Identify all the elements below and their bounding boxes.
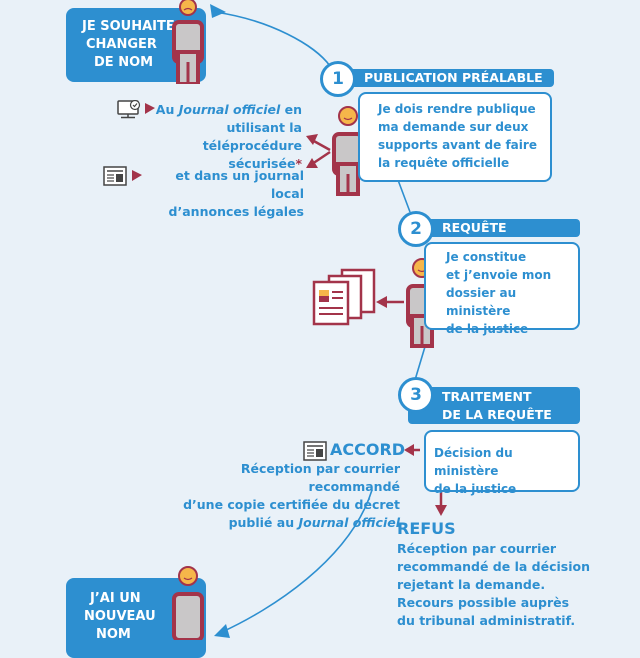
accord-text: Réception par courrier recommandé d’une … (150, 460, 400, 532)
computer-check-icon (117, 100, 141, 119)
step3-bubble-line-1: Décision du ministère (434, 446, 513, 478)
support1-prefix: Au (155, 102, 179, 117)
person-start-icon (172, 0, 204, 84)
refus-text: Réception par courrier recommandé de la … (397, 540, 627, 630)
newspaper-icon (103, 166, 127, 186)
support1-line3: sécurisée (228, 156, 296, 171)
documents-icon (312, 268, 376, 326)
step2-bubble-line-1: Je constitue (446, 250, 527, 264)
person-step1-icon (332, 106, 364, 196)
step3-title-bar: TRAITEMENT DE LA REQUÊTE (408, 387, 580, 424)
start-line-2: CHANGER (86, 37, 157, 52)
support2-line2: d’annonces légales (168, 204, 304, 219)
refus-line5: du tribunal administratif. (397, 613, 576, 628)
flow-connectors (132, 4, 447, 638)
accord-line2: d’une copie certifiée du décret (183, 497, 400, 512)
accord-newspaper-icon (303, 441, 327, 461)
step1-title-bar: PUBLICATION PRÉALABLE (330, 69, 554, 87)
step2-bubble-line-2: et j’envoie mon (446, 268, 552, 282)
accord-title: ACCORD (330, 440, 406, 459)
step2-number: 2 (398, 211, 434, 247)
support1-asterisk: * (295, 156, 302, 171)
step3-bubble-line-2: de la justice (434, 482, 517, 496)
step2-bubble-line-4: de la justice (446, 322, 529, 336)
start-line-1: JE SOUHAITE (82, 19, 175, 34)
step1-bubble-line-4: la requête officielle (378, 156, 510, 170)
step1-number: 1 (320, 61, 356, 97)
support1-line2: utilisant la téléprocédure (202, 120, 302, 153)
end-line-1: J’AI UN (90, 591, 141, 606)
refus-line1: Réception par courrier (397, 541, 557, 556)
step2-title: REQUÊTE (442, 220, 507, 235)
step1-bubble-line-3: supports avant de faire (378, 138, 537, 152)
step1-title: PUBLICATION PRÉALABLE (364, 70, 543, 85)
step1-bubble-line-2: ma demande sur deux (378, 120, 529, 134)
refus-line3: rejetant la demande. (397, 577, 546, 592)
accord-line3-prefix: publié au (228, 515, 299, 530)
refus-title: REFUS (397, 519, 456, 538)
start-line-3: DE NOM (94, 55, 154, 70)
step2-title-bar: REQUÊTE (408, 219, 580, 237)
step2-bubble: Je constitue et j’envoie mon dossier au … (424, 242, 580, 336)
end-line-3: NOM (96, 627, 131, 642)
accord-line3-italic: Journal officiel (298, 515, 400, 530)
refus-line4: Recours possible auprès (397, 595, 570, 610)
step3-title-line-2: DE LA REQUÊTE (442, 407, 552, 422)
support1-suffix: en (280, 102, 302, 117)
end-line-2: NOUVEAU (84, 609, 156, 624)
step1-bubble: Je dois rendre publique ma demande sur d… (358, 92, 552, 182)
step1-bubble-line-1: Je dois rendre publique (378, 102, 536, 116)
refus-line2: recommandé de la décision (397, 559, 590, 574)
step3-title-line-1: TRAITEMENT (442, 389, 532, 404)
step3-number: 3 (398, 377, 434, 413)
support1-text: Au Journal officiel en utilisant la télé… (140, 101, 302, 173)
support1-italic: Journal officiel (178, 102, 281, 117)
person-end-icon (172, 566, 204, 640)
support2-text: et dans un journal local d’annonces léga… (140, 167, 304, 221)
accord-line1: Réception par courrier recommandé (240, 461, 400, 494)
step2-bubble-line-3: dossier au ministère (446, 286, 517, 318)
step3-bubble: Décision du ministère de la justice (424, 430, 580, 496)
support2-line1: et dans un journal local (175, 168, 304, 201)
